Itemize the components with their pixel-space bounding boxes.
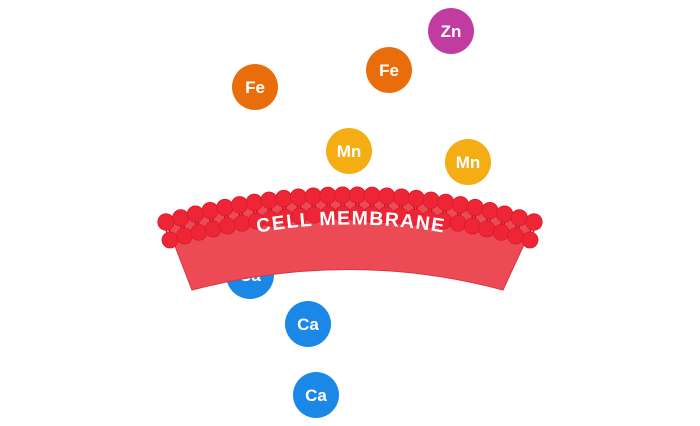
lipid-head — [190, 223, 208, 241]
lipid-head — [219, 217, 237, 235]
cell-membrane: CELL MEMBRANE — [157, 186, 543, 291]
lipid-head — [463, 217, 481, 235]
lipid-head — [231, 196, 249, 214]
ion-fe-1: Fe — [232, 64, 278, 110]
ion-fe-circle — [366, 47, 412, 93]
ion-mn-circle — [445, 139, 491, 185]
ion-ca-circle — [293, 372, 339, 418]
ion-zn-circle — [428, 8, 474, 54]
ion-fe-2: Fe — [366, 47, 412, 93]
ion-symbol: Mn — [456, 153, 481, 172]
lipid-head — [449, 214, 467, 232]
lipid-head — [157, 213, 175, 231]
ion-mn-4: Mn — [445, 139, 491, 185]
lipid-head — [507, 227, 524, 245]
lipid-head — [478, 220, 496, 238]
ion-ca-7: Ca — [293, 372, 339, 418]
lipid-head — [407, 189, 425, 208]
ion-ca-circle — [285, 301, 331, 347]
lipid-head — [260, 191, 278, 209]
lipid-head — [216, 198, 234, 217]
lipid-head — [466, 198, 484, 217]
lipid-head — [289, 188, 308, 206]
lipid-head — [495, 205, 514, 223]
lipid-head — [319, 186, 337, 204]
ion-zn-0: Zn — [428, 8, 474, 54]
lipid-head — [161, 231, 179, 249]
ion-symbol: Fe — [245, 78, 265, 97]
lipid-head — [363, 186, 381, 204]
ion-symbol: Zn — [441, 22, 462, 41]
lipid-head — [422, 191, 440, 209]
ion-symbol: Fe — [379, 61, 399, 80]
lipid-head — [204, 220, 222, 238]
lipid-head — [172, 209, 190, 227]
lipid-head — [378, 187, 396, 205]
ion-mn-3: Mn — [326, 128, 372, 174]
lipid-heads-upper-row — [157, 186, 543, 231]
lipid-head — [201, 201, 219, 220]
lipid-head — [437, 193, 455, 211]
lipid-head — [245, 193, 263, 211]
lipid-head — [275, 189, 293, 208]
ion-mn-circle — [326, 128, 372, 174]
lipid-head — [521, 231, 539, 249]
lipid-head — [175, 227, 193, 245]
lipid-heads-lower-row — [161, 205, 539, 249]
ion-symbol: Ca — [297, 315, 319, 334]
lipid-head — [510, 209, 528, 227]
ion-symbol: Ca — [305, 386, 327, 405]
lipid-head — [186, 205, 205, 223]
lipid-head — [525, 213, 543, 231]
ion-ca-6: Ca — [285, 301, 331, 347]
ion-symbol: Mn — [337, 142, 362, 161]
ion-fe-circle — [232, 64, 278, 110]
lipid-head — [392, 188, 411, 206]
lipid-head — [481, 201, 499, 220]
lipid-head — [233, 214, 251, 232]
lipid-head — [334, 186, 352, 204]
lipid-head — [304, 187, 322, 205]
lipid-head — [348, 186, 366, 204]
lipid-head — [492, 223, 510, 241]
lipid-head — [451, 196, 469, 214]
